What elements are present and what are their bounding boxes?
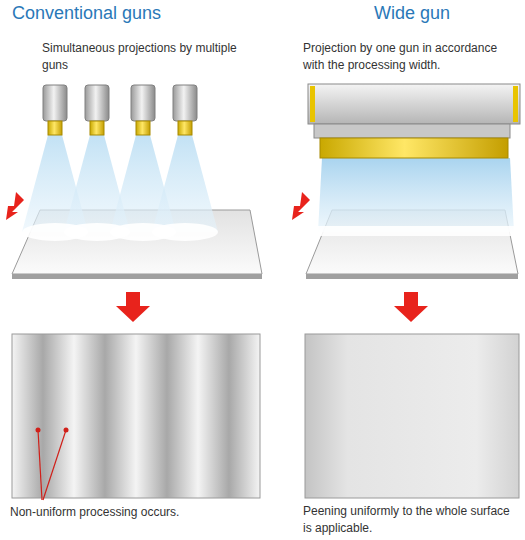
column-heading: Wide gun [305,2,519,24]
result-arrow [394,292,428,322]
motion-arrow [6,192,24,220]
leader-lines [36,428,69,501]
spray-cones [22,135,218,241]
column-heading: Conventional guns [12,2,242,24]
non-uniform-surface [12,334,260,498]
wide-gun [308,84,520,158]
result-arrow [116,292,150,322]
description-note: Simultaneous projections by multiple gun… [42,40,257,74]
motion-arrow [292,192,310,220]
description-note: Projection by one gun in accordance with… [303,40,521,74]
result-note: Non-uniform processing occurs. [10,504,260,521]
uniform-surface [305,334,519,498]
conventional-guns [43,85,197,135]
spray-band [318,158,514,236]
result-note: Peening uniformly to the whole surface i… [303,503,521,537]
